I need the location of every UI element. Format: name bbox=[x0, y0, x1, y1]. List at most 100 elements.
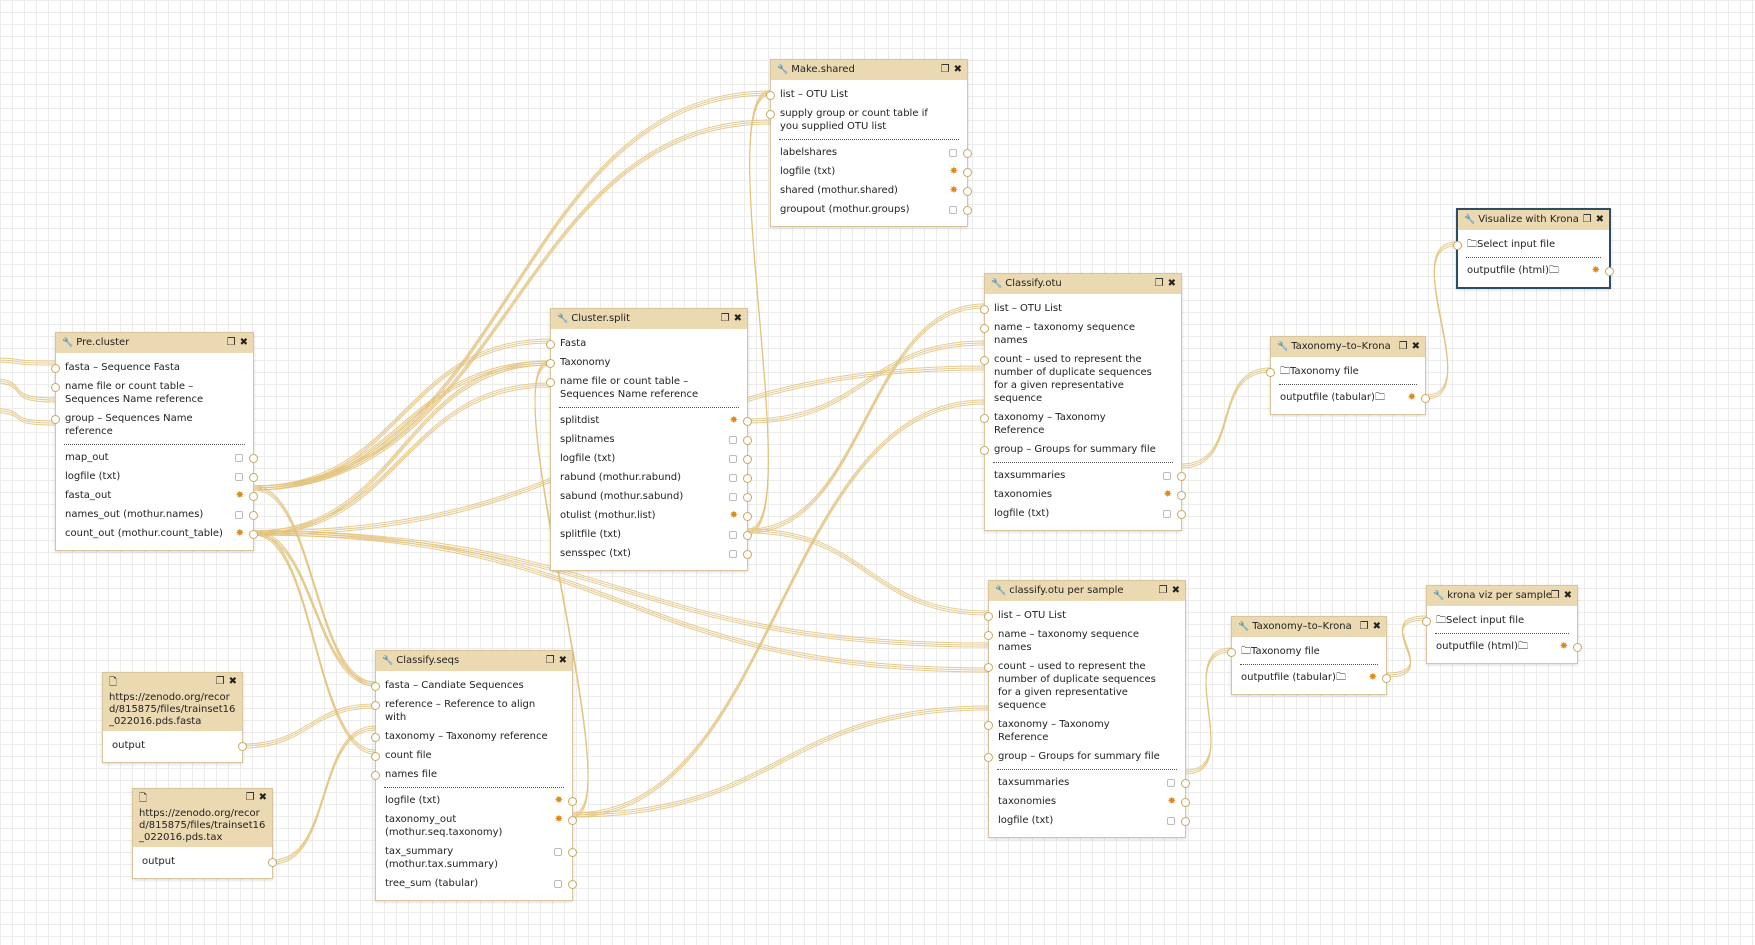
close-icon[interactable]: ✖ bbox=[1372, 621, 1381, 632]
output-terminal[interactable] bbox=[1382, 674, 1391, 683]
output-terminal[interactable] bbox=[1421, 394, 1430, 403]
output-terminal[interactable] bbox=[249, 511, 258, 520]
node-title[interactable]: 🔧Taxonomy–to–Krona❐✖ bbox=[1232, 617, 1386, 637]
input-terminal[interactable] bbox=[51, 415, 60, 424]
output-terminal[interactable] bbox=[1181, 779, 1190, 788]
copy-icon[interactable]: ❐ bbox=[226, 337, 236, 348]
input-terminal[interactable] bbox=[371, 771, 380, 780]
output-terminal[interactable] bbox=[743, 436, 752, 445]
checkbox[interactable] bbox=[1163, 510, 1171, 518]
node-pre-cluster[interactable]: 🔧Pre.cluster❐✖ fasta – Sequence Fasta na… bbox=[51, 332, 258, 551]
asterisk-icon[interactable]: ✸ bbox=[1368, 672, 1377, 683]
checkbox[interactable] bbox=[554, 880, 562, 888]
asterisk-icon[interactable]: ✸ bbox=[949, 166, 958, 177]
input-terminal[interactable] bbox=[1266, 368, 1275, 377]
node-title[interactable]: 🔧Classify.otu❐✖ bbox=[985, 274, 1181, 294]
copy-icon[interactable]: ❐ bbox=[940, 64, 950, 75]
input-terminal[interactable] bbox=[980, 356, 989, 365]
input-terminal[interactable] bbox=[984, 753, 993, 762]
asterisk-icon[interactable]: ✸ bbox=[554, 814, 563, 825]
checkbox[interactable] bbox=[1163, 472, 1171, 480]
checkbox[interactable] bbox=[729, 493, 737, 501]
copy-icon[interactable]: ❐ bbox=[215, 676, 225, 687]
output-terminal[interactable] bbox=[568, 816, 577, 825]
output-terminal[interactable] bbox=[249, 530, 258, 539]
node-title[interactable]: 🔧Visualize with Krona❐✖ bbox=[1458, 210, 1609, 230]
output-terminal[interactable] bbox=[963, 206, 972, 215]
checkbox[interactable] bbox=[949, 149, 957, 157]
node-krona-viz-per-sample[interactable]: 🔧krona viz per sample❐✖ 🗀Select input fi… bbox=[1422, 585, 1582, 664]
input-terminal[interactable] bbox=[1422, 617, 1431, 626]
output-terminal[interactable] bbox=[1573, 643, 1582, 652]
input-terminal[interactable] bbox=[980, 414, 989, 423]
close-icon[interactable]: ✖ bbox=[558, 655, 567, 666]
output-terminal[interactable] bbox=[743, 550, 752, 559]
node-input-dataset-fasta[interactable]: 🗋❐✖https://zenodo.org/record/815875/file… bbox=[102, 672, 247, 763]
output-terminal[interactable] bbox=[963, 168, 972, 177]
output-terminal[interactable] bbox=[568, 797, 577, 806]
output-terminal[interactable] bbox=[743, 417, 752, 426]
close-icon[interactable]: ✖ bbox=[258, 792, 267, 803]
output-terminal[interactable] bbox=[743, 531, 752, 540]
output-terminal[interactable] bbox=[1181, 798, 1190, 807]
asterisk-icon[interactable]: ✸ bbox=[554, 795, 563, 806]
close-icon[interactable]: ✖ bbox=[953, 64, 962, 75]
copy-icon[interactable]: ❐ bbox=[1154, 278, 1164, 289]
node-title[interactable]: 🗋❐✖https://zenodo.org/record/815875/file… bbox=[103, 673, 242, 731]
checkbox[interactable] bbox=[1167, 779, 1175, 787]
input-terminal[interactable] bbox=[766, 91, 775, 100]
input-terminal[interactable] bbox=[984, 612, 993, 621]
copy-icon[interactable]: ❐ bbox=[1550, 590, 1560, 601]
node-title[interactable]: 🔧Make.shared❐✖ bbox=[771, 60, 967, 80]
asterisk-icon[interactable]: ✸ bbox=[1591, 265, 1600, 276]
output-terminal[interactable] bbox=[1177, 510, 1186, 519]
node-title[interactable]: 🔧Pre.cluster❐✖ bbox=[56, 333, 253, 353]
input-terminal[interactable] bbox=[980, 446, 989, 455]
checkbox[interactable] bbox=[729, 455, 737, 463]
node-title[interactable]: 🔧Classify.seqs❐✖ bbox=[376, 651, 572, 671]
output-terminal[interactable] bbox=[1605, 267, 1614, 276]
output-terminal[interactable] bbox=[238, 742, 247, 751]
input-terminal[interactable] bbox=[980, 324, 989, 333]
copy-icon[interactable]: ❐ bbox=[1158, 585, 1168, 596]
node-taxonomy-to-krona[interactable]: 🔧Taxonomy–to–Krona❐✖ 🗀Taxonomy file outp… bbox=[1266, 336, 1430, 415]
close-icon[interactable]: ✖ bbox=[239, 337, 248, 348]
asterisk-icon[interactable]: ✸ bbox=[729, 510, 738, 521]
close-icon[interactable]: ✖ bbox=[1411, 341, 1420, 352]
input-terminal[interactable] bbox=[546, 378, 555, 387]
input-terminal[interactable] bbox=[984, 631, 993, 640]
close-icon[interactable]: ✖ bbox=[733, 313, 742, 324]
checkbox[interactable] bbox=[235, 511, 243, 519]
close-icon[interactable]: ✖ bbox=[1167, 278, 1176, 289]
input-terminal[interactable] bbox=[984, 721, 993, 730]
node-classify-otu-per-sample[interactable]: 🔧classify.otu per sample❐✖ list – OTU Li… bbox=[984, 580, 1190, 838]
output-terminal[interactable] bbox=[963, 187, 972, 196]
output-terminal[interactable] bbox=[249, 492, 258, 501]
close-icon[interactable]: ✖ bbox=[1171, 585, 1180, 596]
node-make-shared[interactable]: 🔧Make.shared❐✖ list – OTU List supply gr… bbox=[766, 59, 972, 227]
output-terminal[interactable] bbox=[743, 455, 752, 464]
node-title[interactable]: 🔧krona viz per sample❐✖ bbox=[1427, 586, 1577, 606]
input-terminal[interactable] bbox=[371, 752, 380, 761]
checkbox[interactable] bbox=[235, 454, 243, 462]
node-title[interactable]: 🗋❐✖https://zenodo.org/record/815875/file… bbox=[133, 789, 272, 847]
checkbox[interactable] bbox=[1167, 817, 1175, 825]
checkbox[interactable] bbox=[235, 473, 243, 481]
checkbox[interactable] bbox=[729, 474, 737, 482]
copy-icon[interactable]: ❐ bbox=[545, 655, 555, 666]
asterisk-icon[interactable]: ✸ bbox=[1163, 489, 1172, 500]
asterisk-icon[interactable]: ✸ bbox=[729, 415, 738, 426]
close-icon[interactable]: ✖ bbox=[1595, 214, 1604, 225]
checkbox[interactable] bbox=[554, 848, 562, 856]
input-terminal[interactable] bbox=[980, 305, 989, 314]
asterisk-icon[interactable]: ✸ bbox=[1407, 392, 1416, 403]
checkbox[interactable] bbox=[729, 531, 737, 539]
asterisk-icon[interactable]: ✸ bbox=[1559, 641, 1568, 652]
input-terminal[interactable] bbox=[546, 359, 555, 368]
output-terminal[interactable] bbox=[268, 858, 277, 867]
close-icon[interactable]: ✖ bbox=[228, 676, 237, 687]
checkbox[interactable] bbox=[729, 436, 737, 444]
node-title[interactable]: 🔧Cluster.split❐✖ bbox=[551, 309, 747, 329]
output-terminal[interactable] bbox=[568, 848, 577, 857]
input-terminal[interactable] bbox=[766, 110, 775, 119]
